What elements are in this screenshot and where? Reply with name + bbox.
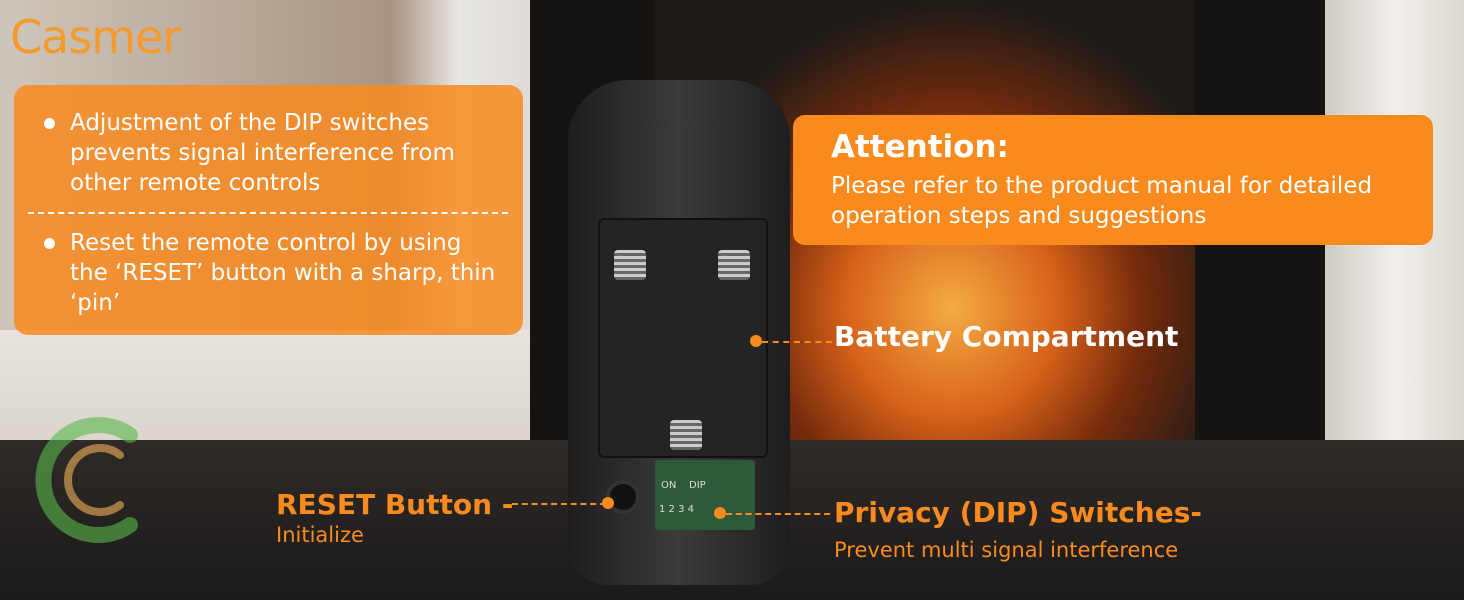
info-box: Adjustment of the DIP switches prevents … <box>14 85 523 335</box>
battery-spring <box>614 250 646 280</box>
dip-numbers: 1 2 3 4 <box>659 504 694 515</box>
attention-box: Attention: Please refer to the product m… <box>793 115 1433 245</box>
brand-watermark-icon <box>35 417 138 543</box>
callout-line <box>512 503 606 505</box>
attention-text: Please refer to the product manual for d… <box>831 173 1373 229</box>
battery-compartment-label: Battery Compartment <box>834 320 1179 353</box>
callout-line <box>726 513 830 515</box>
reset-button-label: RESET Button - <box>276 488 514 521</box>
attention-title: Attention: <box>831 129 1009 165</box>
battery-compartment <box>598 218 768 458</box>
callout-line <box>762 341 832 343</box>
info-item: Adjustment of the DIP switches prevents … <box>44 108 503 198</box>
dip-switch-board: ON DIP 1 2 3 4 <box>655 460 755 530</box>
dip-switches-label: Privacy (DIP) Switches- <box>834 496 1203 529</box>
brand-logo: Casmer <box>10 10 181 64</box>
callout-dot <box>714 507 726 519</box>
reset-button-sublabel: Initialize <box>276 523 364 547</box>
callout-dot <box>602 497 614 509</box>
dip-switches-sublabel: Prevent multi signal interference <box>834 538 1179 562</box>
callout-dot <box>750 335 762 347</box>
info-item: Reset the remote control by using the ‘R… <box>44 228 503 318</box>
dip-label: DIP <box>689 480 706 491</box>
divider <box>28 212 508 214</box>
battery-spring <box>718 250 750 280</box>
battery-spring <box>670 420 702 450</box>
dip-on-label: ON <box>661 480 677 491</box>
